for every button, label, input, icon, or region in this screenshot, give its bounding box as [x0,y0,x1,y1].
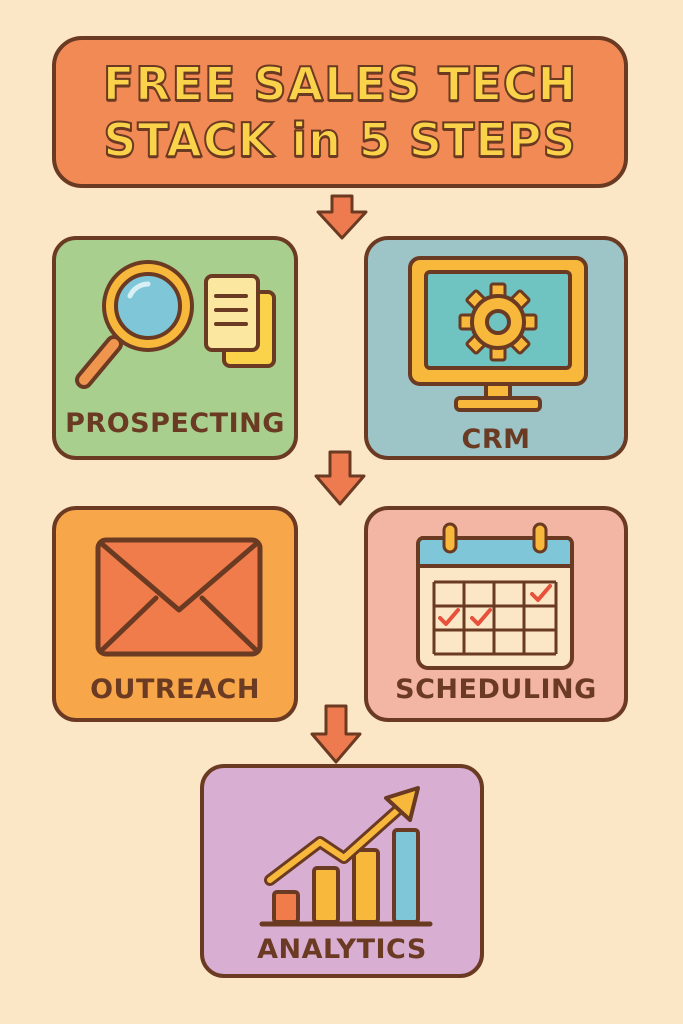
step-crm: CRM [364,236,628,460]
down-arrow-icon [310,704,362,764]
calendar-icon [416,522,574,670]
step-label: ANALYTICS [257,934,427,965]
step-label: OUTREACH [90,674,260,705]
down-arrow-icon [316,194,368,240]
step-analytics: ANALYTICS [200,764,484,978]
title-line-2: STACK in 5 STEPS [102,112,577,168]
step-label: CRM [461,424,531,455]
down-arrow-icon [314,450,366,506]
magnifier-documents-icon [75,260,276,389]
step-label: PROSPECTING [65,408,285,439]
step-outreach: OUTREACH [52,506,298,722]
growth-chart-icon [259,786,433,927]
title-banner: FREE SALES TECH STACK in 5 STEPS [52,36,628,188]
monitor-gear-icon [408,256,588,412]
title-line-1: FREE SALES TECH [102,56,578,112]
step-scheduling: SCHEDULING [364,506,628,722]
step-label: SCHEDULING [395,674,597,705]
step-prospecting: PROSPECTING [52,236,298,460]
envelope-icon [95,537,263,657]
